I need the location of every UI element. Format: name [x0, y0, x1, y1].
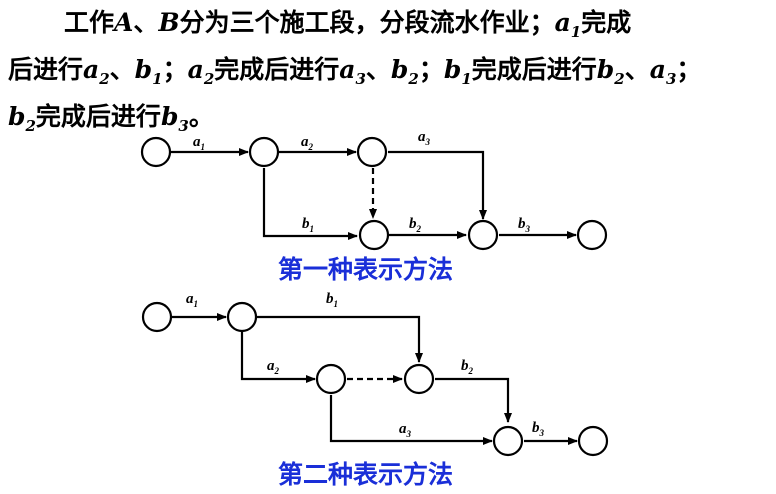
diagram-2: [141, 301, 609, 457]
label2-b2: b2: [461, 358, 474, 376]
problem-statement: 工作A、B分为三个施工段，分段流水作业；a1完成 后进行a2、b1；a2完成后进…: [8, 8, 702, 135]
caption-method-1: 第一种表示方法: [278, 255, 453, 284]
node2-2: [226, 301, 258, 333]
label2-a1: a1: [186, 291, 198, 309]
diagram-1: [140, 136, 608, 251]
arrow2-a2: [240, 332, 316, 383]
node-5: [467, 219, 499, 251]
node-2: [248, 136, 280, 168]
label2-a3: a3: [399, 421, 412, 439]
label-a1: a1: [193, 134, 205, 152]
label2-a2: a2: [267, 358, 280, 376]
label-b3: b3: [518, 216, 531, 234]
label-b1: b1: [302, 216, 314, 234]
node-3: [356, 136, 388, 168]
arrow2-b2: [435, 377, 512, 423]
label-b2: b2: [409, 216, 422, 234]
label-a3: a3: [418, 129, 431, 147]
node2-5: [492, 425, 524, 457]
node2-1: [141, 301, 173, 333]
node-1: [140, 136, 172, 168]
diagram-2-labels: a1 b1 a2 b2 a3 b3: [186, 291, 545, 439]
node2-4: [403, 363, 435, 395]
label2-b3: b3: [532, 420, 545, 438]
node-4: [358, 219, 390, 251]
arrow2-a3: [329, 395, 493, 445]
arrow-a3: [388, 150, 487, 220]
network-diagrams: a1 a2 a3 b1 b2 b3 第一种表示方法 a1 b1 a2 b2 a3…: [140, 129, 609, 489]
caption-method-2: 第二种表示方法: [278, 460, 453, 489]
node2-3: [315, 363, 347, 395]
node-6: [576, 219, 608, 251]
node2-6: [577, 425, 609, 457]
arrow-b1: [262, 168, 358, 240]
label-a2: a2: [301, 134, 314, 152]
arrow2-b1: [257, 315, 423, 363]
diagram-1-labels: a1 a2 a3 b1 b2 b3: [193, 129, 531, 234]
label2-b1: b1: [326, 291, 338, 309]
